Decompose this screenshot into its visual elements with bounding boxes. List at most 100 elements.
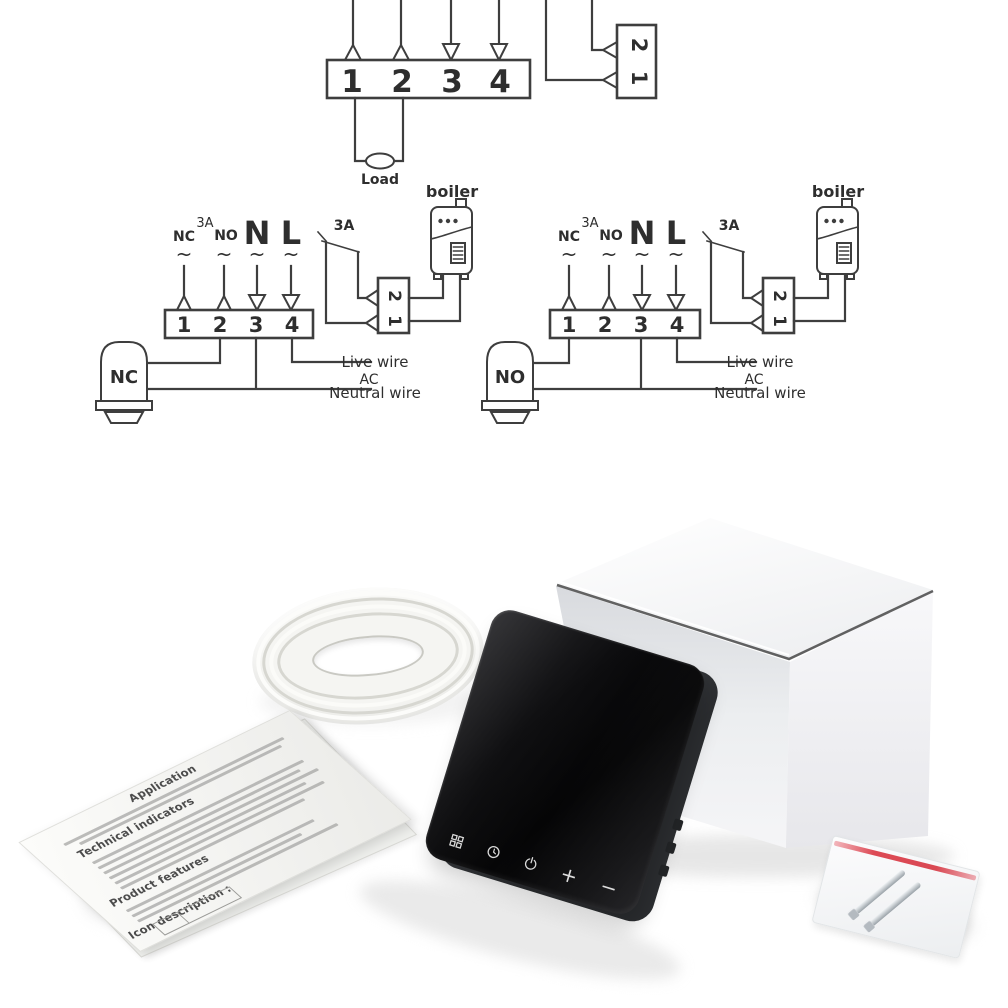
valve-base <box>481 400 539 424</box>
ac-tilde: ~ <box>634 242 651 266</box>
ac-tilde: ~ <box>283 242 300 266</box>
wiring-diagrams: 1 2 3 4 Load 2 1 NC 3A NO N L ~ ~ ~ ~ <box>95 0 864 424</box>
terminal-label: 2 <box>598 313 613 337</box>
cable-coil <box>246 578 490 734</box>
wire <box>532 336 758 391</box>
neutral-wire-label: Neutral wire <box>329 384 421 402</box>
boiler-display <box>836 242 852 264</box>
box-right-face <box>786 590 933 848</box>
thermostat-shadow <box>359 880 681 980</box>
boiler-curve <box>430 226 473 240</box>
wire <box>182 264 293 299</box>
switch-symbol <box>701 230 745 253</box>
diagram-left: NC 3A NO N L ~ ~ ~ ~ 1 2 3 4 NC Live wir… <box>95 182 478 424</box>
wire <box>324 240 367 325</box>
wire <box>351 0 501 47</box>
boiler-knob <box>839 218 844 224</box>
screw-head <box>862 919 876 933</box>
ac-tilde: ~ <box>561 242 578 266</box>
switch-rating-label: 3A <box>719 218 740 234</box>
plug-down-arrow-icon <box>632 294 686 313</box>
boiler-display <box>450 242 466 264</box>
boiler-label: boiler <box>426 182 478 201</box>
diagram-right: NC 3A NO N L ~ ~ ~ ~ 1 2 3 4 NO Live wir… <box>481 182 864 424</box>
wire <box>407 272 462 323</box>
boiler-curve <box>816 226 859 240</box>
wire <box>567 264 678 299</box>
diagram-top: 1 2 3 4 Load 2 1 <box>325 0 658 188</box>
valve-dome <box>100 341 148 402</box>
live-wire-label: Live wire <box>727 353 794 371</box>
mode-grid-icon <box>449 833 465 849</box>
thermostat-touch-buttons: + − <box>447 826 621 902</box>
neutral-terminal-label: N <box>629 214 656 252</box>
valve-label: NO <box>495 367 525 388</box>
ac-tilde: ~ <box>668 242 685 266</box>
plug-down-arrow-icon <box>441 43 509 63</box>
ac-tilde: ~ <box>601 242 618 266</box>
live-terminal-label: L <box>281 214 301 252</box>
receiver-block <box>615 23 658 100</box>
clock-icon <box>487 845 500 859</box>
wire <box>709 240 752 325</box>
plug-down-arrow-icon <box>247 294 301 313</box>
terminal-block <box>325 58 532 100</box>
wire <box>792 272 847 323</box>
nc-terminal-label: NC <box>558 229 580 245</box>
valve-dome <box>486 341 534 402</box>
receiver-label: 1 <box>384 315 404 327</box>
boiler-knob <box>445 218 451 224</box>
terminal-label: 1 <box>177 313 192 337</box>
plus-icon: + <box>557 861 581 890</box>
neutral-wire-label: Neutral wire <box>714 384 806 402</box>
terminal-label: 1 <box>562 313 577 337</box>
ac-tilde: ~ <box>249 242 266 266</box>
thermostat: + − <box>420 605 710 919</box>
wire <box>146 336 222 365</box>
valve-label: NC <box>110 367 138 388</box>
ac-tilde: ~ <box>176 242 193 266</box>
terminal-label: 4 <box>285 313 300 337</box>
live-terminal-label: L <box>666 214 686 252</box>
boiler-feet <box>433 273 469 280</box>
no-terminal-label: NO <box>214 228 238 244</box>
box-lid-edge-highlight <box>556 580 790 656</box>
fuse-rating-label: 3A <box>581 216 598 231</box>
terminal-label: 1 <box>341 64 363 100</box>
boiler-display-lines <box>838 246 850 260</box>
ac-label: AC <box>359 372 378 388</box>
box-lid-face <box>556 518 933 660</box>
terminal-block <box>163 308 315 340</box>
terminal-block <box>548 308 702 340</box>
load-symbol <box>365 152 395 170</box>
terminal-label: 2 <box>213 313 228 337</box>
terminal-label: 3 <box>249 313 264 337</box>
receiver-block <box>376 276 411 335</box>
boiler-knob <box>453 218 458 224</box>
manual-table-divider <box>177 912 190 924</box>
wire <box>532 336 571 365</box>
no-terminal-label: NO <box>599 228 623 244</box>
live-wire-label: Live wire <box>342 353 409 371</box>
ac-tilde: ~ <box>216 242 233 266</box>
receiver-label: 2 <box>384 290 404 302</box>
boiler-knob <box>831 218 837 224</box>
fuse-rating-label: 3A <box>196 216 213 231</box>
screw <box>846 869 907 921</box>
receiver-label: 2 <box>627 38 651 53</box>
terminal-label: 4 <box>670 313 685 337</box>
valve-base <box>95 400 153 424</box>
neutral-terminal-label: N <box>244 214 271 252</box>
switch-symbol <box>316 230 360 253</box>
receiver-block <box>761 276 796 335</box>
wire <box>544 0 605 82</box>
terminal-label: 3 <box>634 313 649 337</box>
terminal-label: 3 <box>441 64 463 100</box>
screw <box>862 881 922 933</box>
boiler-label: boiler <box>812 182 864 201</box>
boiler-knob <box>824 218 829 224</box>
boiler-display-lines <box>452 246 464 260</box>
receiver-label: 1 <box>627 71 651 86</box>
box-lid-seam <box>556 583 934 661</box>
